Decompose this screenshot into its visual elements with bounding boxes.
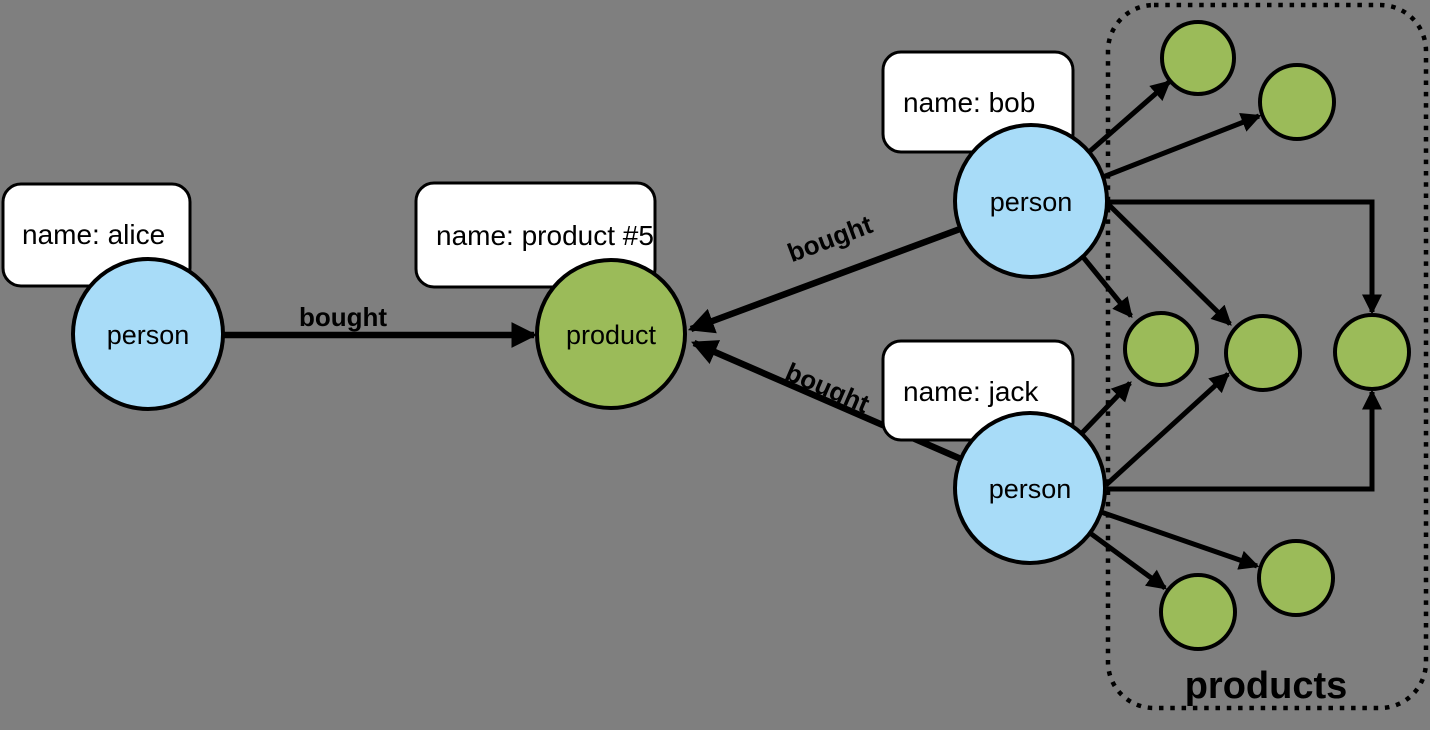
edge-jack-product-4 <box>1104 372 1230 487</box>
property-label-alice: name: alice <box>22 219 165 250</box>
property-label-bob: name: bob <box>903 87 1035 118</box>
product-node-5 <box>1333 313 1411 391</box>
node-jack-circle <box>953 411 1107 565</box>
product-node-6 <box>1159 573 1237 651</box>
property-label-product5: name: product #5 <box>436 220 654 251</box>
edge-jack-product-6 <box>1088 530 1168 591</box>
edge-jack-product-5-elbow <box>1107 389 1382 492</box>
edge-bob-product-5-elbow <box>1107 199 1382 315</box>
node-product5-label: product <box>566 320 657 350</box>
node-bob-circle <box>953 123 1109 279</box>
edge-jack-product-3 <box>1080 381 1132 435</box>
node-jack-label: person <box>989 474 1072 504</box>
node-bob-label: person <box>990 187 1073 217</box>
property-label-jack: name: jack <box>903 376 1039 407</box>
node-alice-circle <box>71 257 225 411</box>
product-node-1 <box>1160 20 1236 96</box>
edge-jack-product-7 <box>1100 509 1260 570</box>
edge-bob-product-3 <box>1081 255 1133 318</box>
edge-bob-product-1 <box>1087 80 1171 154</box>
edge-bob-product-2 <box>1102 113 1262 180</box>
node-alice-label: person <box>107 320 190 350</box>
products-group-label: products <box>1185 665 1348 707</box>
product-node-3 <box>1123 311 1199 387</box>
product-node-7 <box>1257 539 1335 617</box>
node-product5-circle <box>535 258 687 410</box>
edge-bob-bought-product5 <box>687 225 962 334</box>
product-node-2 <box>1258 63 1336 141</box>
products-group-box <box>1105 2 1429 711</box>
product-node-4 <box>1224 314 1302 392</box>
edge-label-alice-bought: bought <box>299 302 387 332</box>
edge-bob-product-4 <box>1105 201 1232 326</box>
